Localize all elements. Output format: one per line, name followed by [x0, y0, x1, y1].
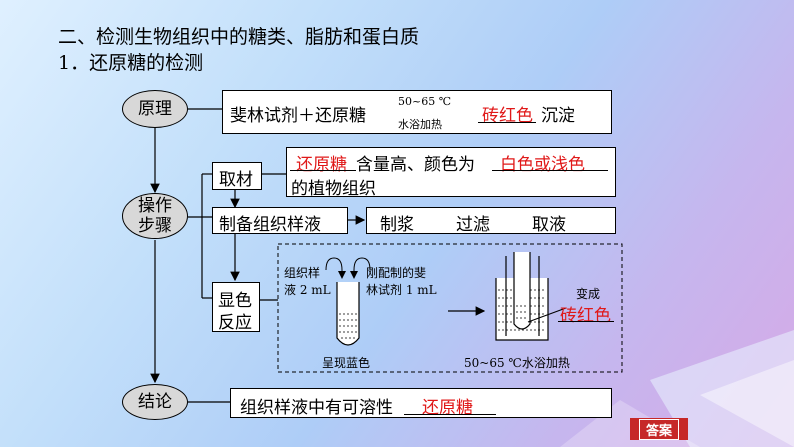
- principle-product-suffix: 沉淀: [541, 106, 575, 126]
- conclusion-answer: 还原糖: [422, 398, 473, 418]
- principle-reagent-text: 斐林试剂＋还原糖: [230, 106, 366, 126]
- conclusion-oval-label: 结论: [138, 392, 172, 412]
- tube-caption: 呈现蓝色: [322, 356, 371, 370]
- sample-label-line1: 组织样: [284, 266, 321, 280]
- principle-heating-method: 水浴加热: [398, 118, 442, 131]
- reagent-label-line1: 刚配制的斐: [366, 266, 427, 280]
- reaction-label-line2: 反应: [218, 313, 252, 333]
- material-box: [286, 147, 616, 197]
- conclusion-box: [230, 388, 612, 418]
- answer-button-label: 答案: [638, 418, 679, 440]
- material-label: 取材: [219, 170, 253, 190]
- material-answer-2-underline: [492, 170, 608, 171]
- prep-label-box: [212, 207, 348, 234]
- prep-steps-box: [366, 207, 616, 234]
- material-answer-1: 还原糖: [296, 155, 347, 175]
- steps-oval-line1: 操作: [138, 196, 172, 216]
- principle-temperature: 50~65 ℃: [398, 95, 452, 108]
- section-heading: 二、检测生物组织中的糖类、脂肪和蛋白质: [58, 26, 420, 48]
- answer-button[interactable]: 答案: [630, 418, 688, 440]
- reaction-label-line1: 显色: [218, 291, 252, 311]
- change-answer-underline: [558, 321, 614, 322]
- principle-oval: 原理: [122, 90, 188, 128]
- sample-label-line2: 液 2 mL: [284, 283, 331, 297]
- prep-step-2: 过滤: [456, 215, 490, 235]
- material-label-box: [212, 162, 262, 190]
- material-text-1: 含量高、颜色为: [356, 155, 475, 175]
- steps-oval-line2: 步骤: [138, 216, 172, 236]
- bath-caption: 50~65 ℃水浴加热: [464, 356, 570, 370]
- material-text-2: 的植物组织: [291, 179, 376, 199]
- prep-step-1: 制浆: [380, 215, 414, 235]
- reaction-label-box: [212, 282, 260, 332]
- conclusion-answer-underline: [404, 414, 496, 415]
- steps-oval: 操作 步骤: [122, 193, 188, 239]
- material-answer-2: 白色或浅色: [500, 155, 585, 175]
- subsection-heading: 1．还原糖的检测: [58, 52, 204, 74]
- principle-box: [222, 90, 612, 134]
- change-answer: 砖红色: [560, 306, 611, 326]
- conclusion-oval: 结论: [122, 384, 188, 420]
- change-label: 变成: [576, 287, 601, 301]
- material-answer-1-underline: [290, 170, 356, 171]
- prep-step-3: 取液: [532, 215, 566, 235]
- prep-label: 制备组织样液: [219, 215, 321, 235]
- conclusion-text: 组织样液中有可溶性: [240, 398, 393, 418]
- principle-answer-underline: [478, 122, 536, 123]
- reagent-label-line2: 林试剂 1 mL: [366, 283, 437, 297]
- principle-oval-label: 原理: [138, 99, 172, 119]
- principle-product-answer: 砖红色: [482, 106, 533, 126]
